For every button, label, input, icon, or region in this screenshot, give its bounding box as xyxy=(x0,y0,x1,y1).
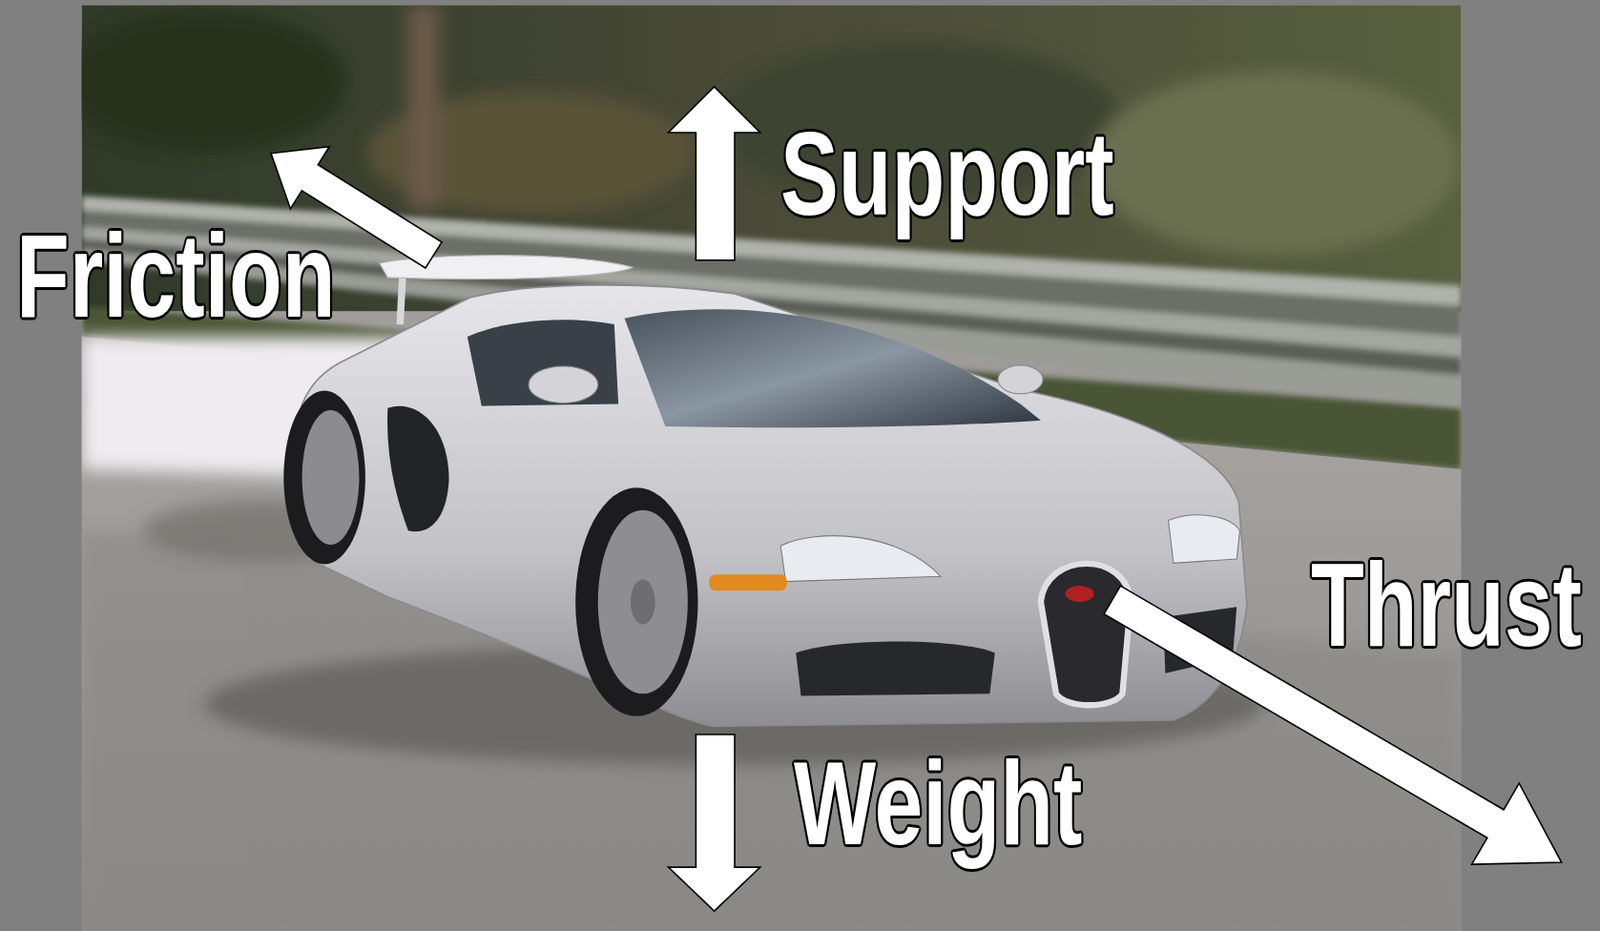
tree xyxy=(1091,71,1459,256)
hub xyxy=(630,579,656,624)
headlight xyxy=(1168,515,1241,563)
front-rim xyxy=(598,510,688,695)
weight-arrow xyxy=(668,734,761,912)
road xyxy=(82,4,1462,931)
force-label: Weight xyxy=(793,743,1082,863)
badge xyxy=(1065,585,1095,603)
photo xyxy=(82,4,1462,931)
force-label: Support xyxy=(780,113,1115,233)
photo-group xyxy=(61,4,1585,931)
lower-intake xyxy=(795,641,996,696)
car-body xyxy=(294,285,1247,728)
headlight xyxy=(780,536,941,582)
road-shade xyxy=(82,530,1462,931)
front-tire xyxy=(575,487,698,717)
force-label: Thrust xyxy=(1310,544,1582,665)
windshield xyxy=(624,309,1041,428)
car xyxy=(283,255,1247,728)
indicator xyxy=(708,574,787,591)
side-intake xyxy=(387,406,450,532)
rear-rim xyxy=(302,410,360,545)
tree xyxy=(82,10,348,154)
force-arrows xyxy=(251,86,1586,912)
rear-tire xyxy=(283,391,366,565)
side-window xyxy=(467,319,619,406)
mirror xyxy=(528,366,599,404)
mirror xyxy=(997,365,1043,395)
support-arrow xyxy=(668,86,761,261)
grille xyxy=(1040,563,1131,706)
trunk xyxy=(408,4,439,209)
force-label: Friction xyxy=(16,215,336,335)
